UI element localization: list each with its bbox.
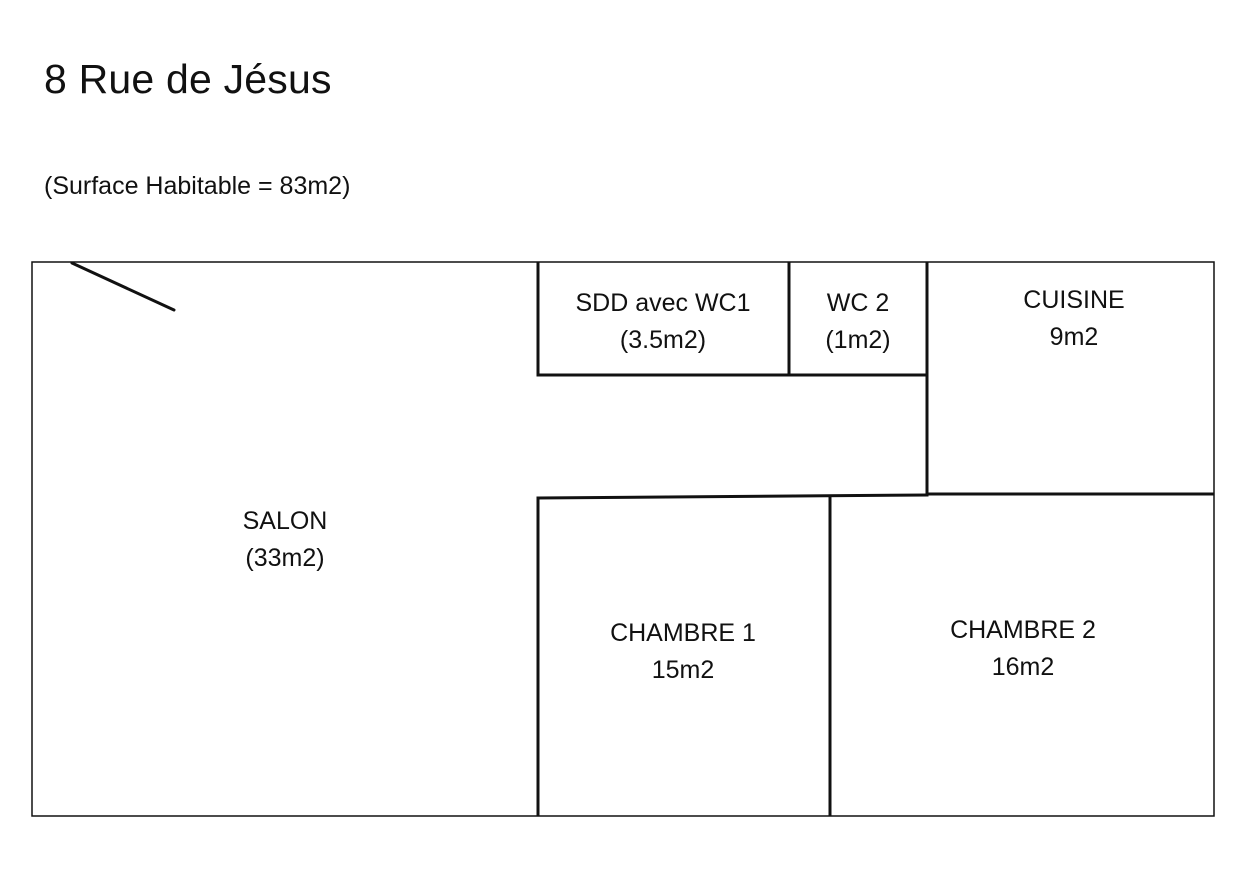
room-wc2-area: (1m2) [825, 326, 891, 354]
page-title: 8 Rue de Jésus [44, 56, 332, 102]
room-wc2-name: WC 2 [826, 289, 890, 317]
room-chambre2-area: 16m2 [991, 653, 1055, 681]
room-sdd-name: SDD avec WC1 [575, 289, 751, 317]
room-chambre1-area: 15m2 [651, 656, 715, 684]
room-chambre1: CHAMBRE 1 15m2 [553, 615, 813, 689]
plan-outer-wall [31, 261, 1215, 817]
room-cuisine: CUISINE 9m2 [944, 282, 1204, 356]
room-sdd: SDD avec WC1 (3.5m2) [533, 285, 793, 359]
room-chambre2: CHAMBRE 2 16m2 [893, 612, 1153, 686]
room-salon-area: (33m2) [245, 544, 325, 572]
surface-subtitle: (Surface Habitable = 83m2) [44, 172, 351, 200]
room-salon: SALON (33m2) [155, 503, 415, 577]
wall-chambres-top [536, 493, 929, 500]
room-wc2: WC 2 (1m2) [728, 285, 988, 359]
entrance-door [70, 261, 176, 312]
room-cuisine-name: CUISINE [1023, 286, 1125, 314]
room-salon-name: SALON [242, 507, 328, 535]
room-sdd-area: (3.5m2) [619, 326, 707, 354]
room-chambre1-name: CHAMBRE 1 [610, 619, 756, 647]
room-chambre2-name: CHAMBRE 2 [950, 616, 1096, 644]
room-cuisine-area: 9m2 [1049, 323, 1099, 351]
